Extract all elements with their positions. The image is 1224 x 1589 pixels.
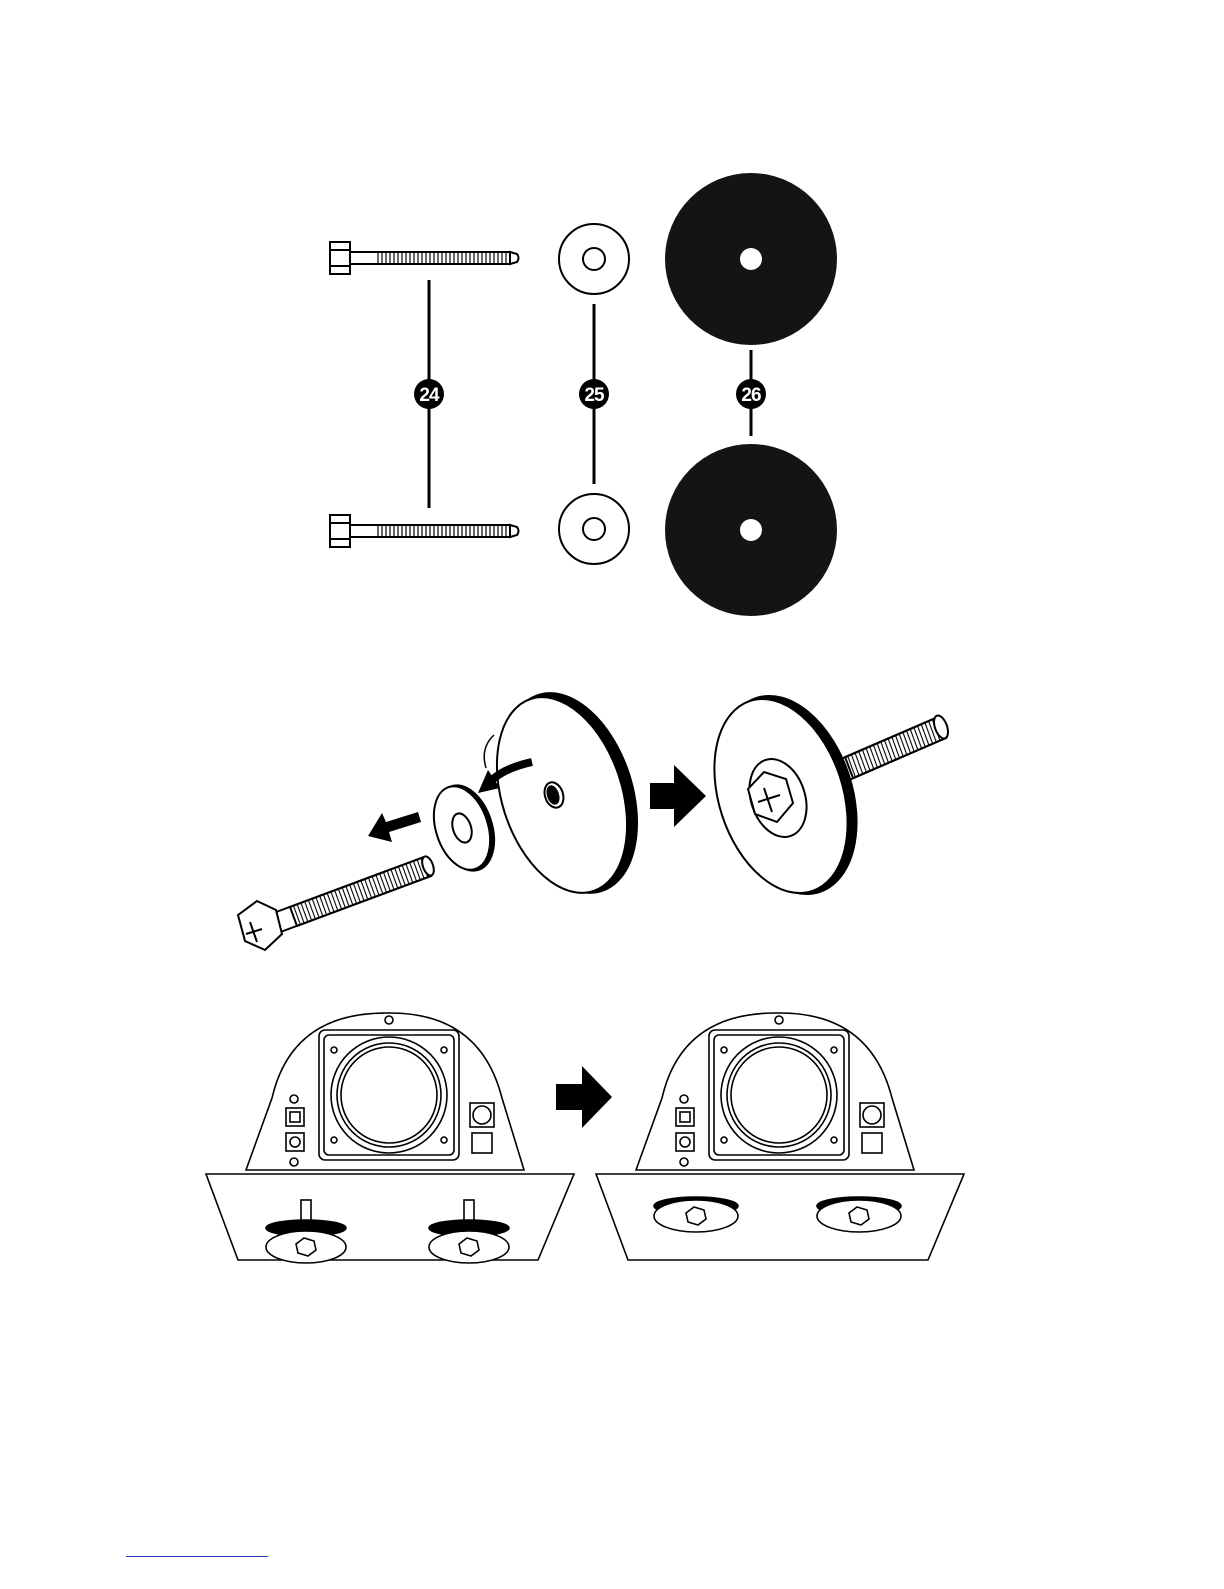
- callout-25-label: 25: [584, 385, 605, 406]
- callout-24-label: 24: [419, 385, 440, 406]
- assembly-step: [238, 676, 951, 950]
- isolation-pad-top: [665, 173, 837, 345]
- callout-24: 24: [414, 379, 444, 409]
- isolation-pad-bottom: [665, 444, 837, 616]
- speaker-after: [596, 1013, 964, 1260]
- right-arrow-icon: [556, 1066, 612, 1128]
- move-arrow-bolt: [368, 812, 421, 842]
- exploded-pad: [474, 676, 661, 910]
- exploded-bolt: [238, 855, 436, 950]
- callout-25: 25: [579, 379, 609, 409]
- bolt-top: [330, 242, 519, 274]
- parts-legend: 24 25 26: [330, 173, 837, 616]
- washer-bottom: [559, 494, 629, 564]
- mounting-step: [206, 1013, 964, 1263]
- footer-rule: [126, 1556, 268, 1557]
- callout-26-label: 26: [741, 385, 761, 406]
- right-arrow-icon: [650, 765, 706, 827]
- exploded-washer: [424, 778, 504, 878]
- speaker-before: [206, 1013, 574, 1263]
- bolt-bottom: [330, 515, 519, 547]
- callout-26: 26: [736, 379, 766, 409]
- assembled-bolt-pad: [691, 678, 951, 912]
- washer-top: [559, 224, 629, 294]
